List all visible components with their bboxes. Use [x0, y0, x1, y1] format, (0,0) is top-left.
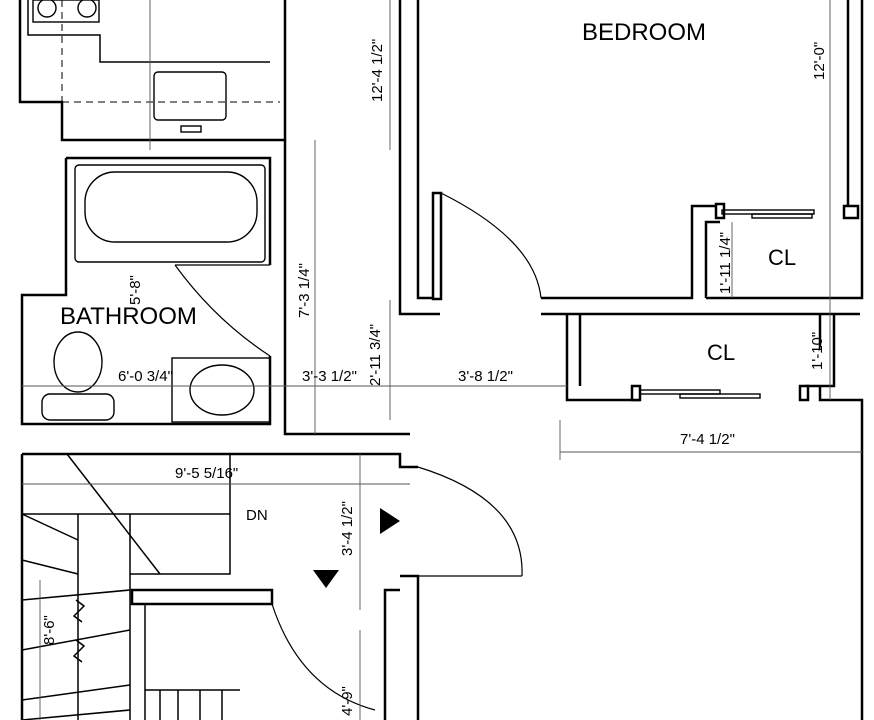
dim-stair-width: 9'-5 5/16" [175, 465, 238, 482]
dim-bedroom-depth-left: 12'-4 1/2" [369, 39, 386, 102]
dim-bath-vanity: 5'-8" [127, 275, 144, 305]
entry-arrow-down-icon [313, 570, 339, 588]
bedroom [398, 0, 864, 316]
dim-stair-left: 8'-6" [41, 615, 58, 645]
bedroom-door-swing [440, 192, 542, 299]
room-label-bathroom: BATHROOM [60, 303, 197, 330]
closet-middle [565, 314, 864, 720]
dim-closet-top-depth: 1'-11 1/4" [717, 232, 734, 294]
entry-stairs [20, 452, 523, 720]
bath-door-swing [174, 264, 271, 357]
dim-closet-mid-depth: 1'-10" [809, 332, 826, 370]
kitchen-sink [153, 71, 227, 121]
vanity [171, 357, 271, 423]
entry-arrow-right-icon [380, 508, 400, 534]
room-label-closet-top: CL [768, 245, 796, 270]
lower-door-swing [271, 603, 376, 711]
dim-hall-3: 3'-8 1/2" [458, 368, 513, 385]
kitchen-area [18, 0, 287, 142]
dim-closet-width: 7'-4 1/2" [680, 431, 735, 448]
bathtub [74, 164, 266, 263]
room-label-closet-middle: CL [707, 340, 735, 365]
dim-landing: 3'-4 1/2" [339, 501, 356, 556]
closet-top [714, 202, 815, 220]
dim-lower-hall: 4'-9" [339, 686, 356, 716]
dim-bath-width: 6'-0 3/4" [118, 368, 173, 385]
room-label-bedroom: BEDROOM [582, 19, 706, 46]
dim-bedroom-depth-right: 12'-0" [811, 42, 828, 80]
cooktop [32, 0, 100, 23]
dim-hall-2: 2'-11 3/4" [367, 324, 384, 386]
toilet-tank [41, 393, 115, 421]
toilet [53, 331, 103, 393]
dim-bath-height: 7'-3 1/4" [296, 263, 313, 318]
dim-hall-1: 3'-3 1/2" [302, 368, 357, 385]
bathroom [20, 140, 410, 436]
vanity-sink [189, 364, 255, 416]
entry-door-swing [417, 466, 523, 577]
dimension-lines [22, 0, 862, 720]
stair-down-label: DN [246, 507, 268, 524]
bathtub-basin [84, 171, 258, 243]
